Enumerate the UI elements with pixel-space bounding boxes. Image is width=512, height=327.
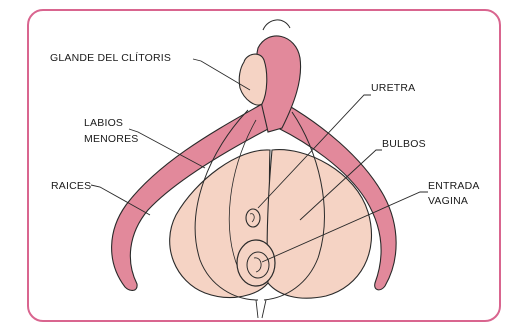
urethra-opening xyxy=(246,209,260,227)
label-urethra: URETRA xyxy=(371,82,415,94)
label-vagina-line1: ENTRADA xyxy=(428,180,480,192)
glans-hood xyxy=(239,54,267,105)
label-glans: GLANDE DEL CLÍTORIS xyxy=(50,52,171,64)
label-labia-line1: LABIOS xyxy=(84,117,123,129)
label-vagina-line2: VAGINA xyxy=(428,195,468,207)
label-labia-line2: MENORES xyxy=(84,133,139,145)
label-roots: RAICES xyxy=(51,180,91,192)
label-bulbs: BULBOS xyxy=(382,138,426,150)
